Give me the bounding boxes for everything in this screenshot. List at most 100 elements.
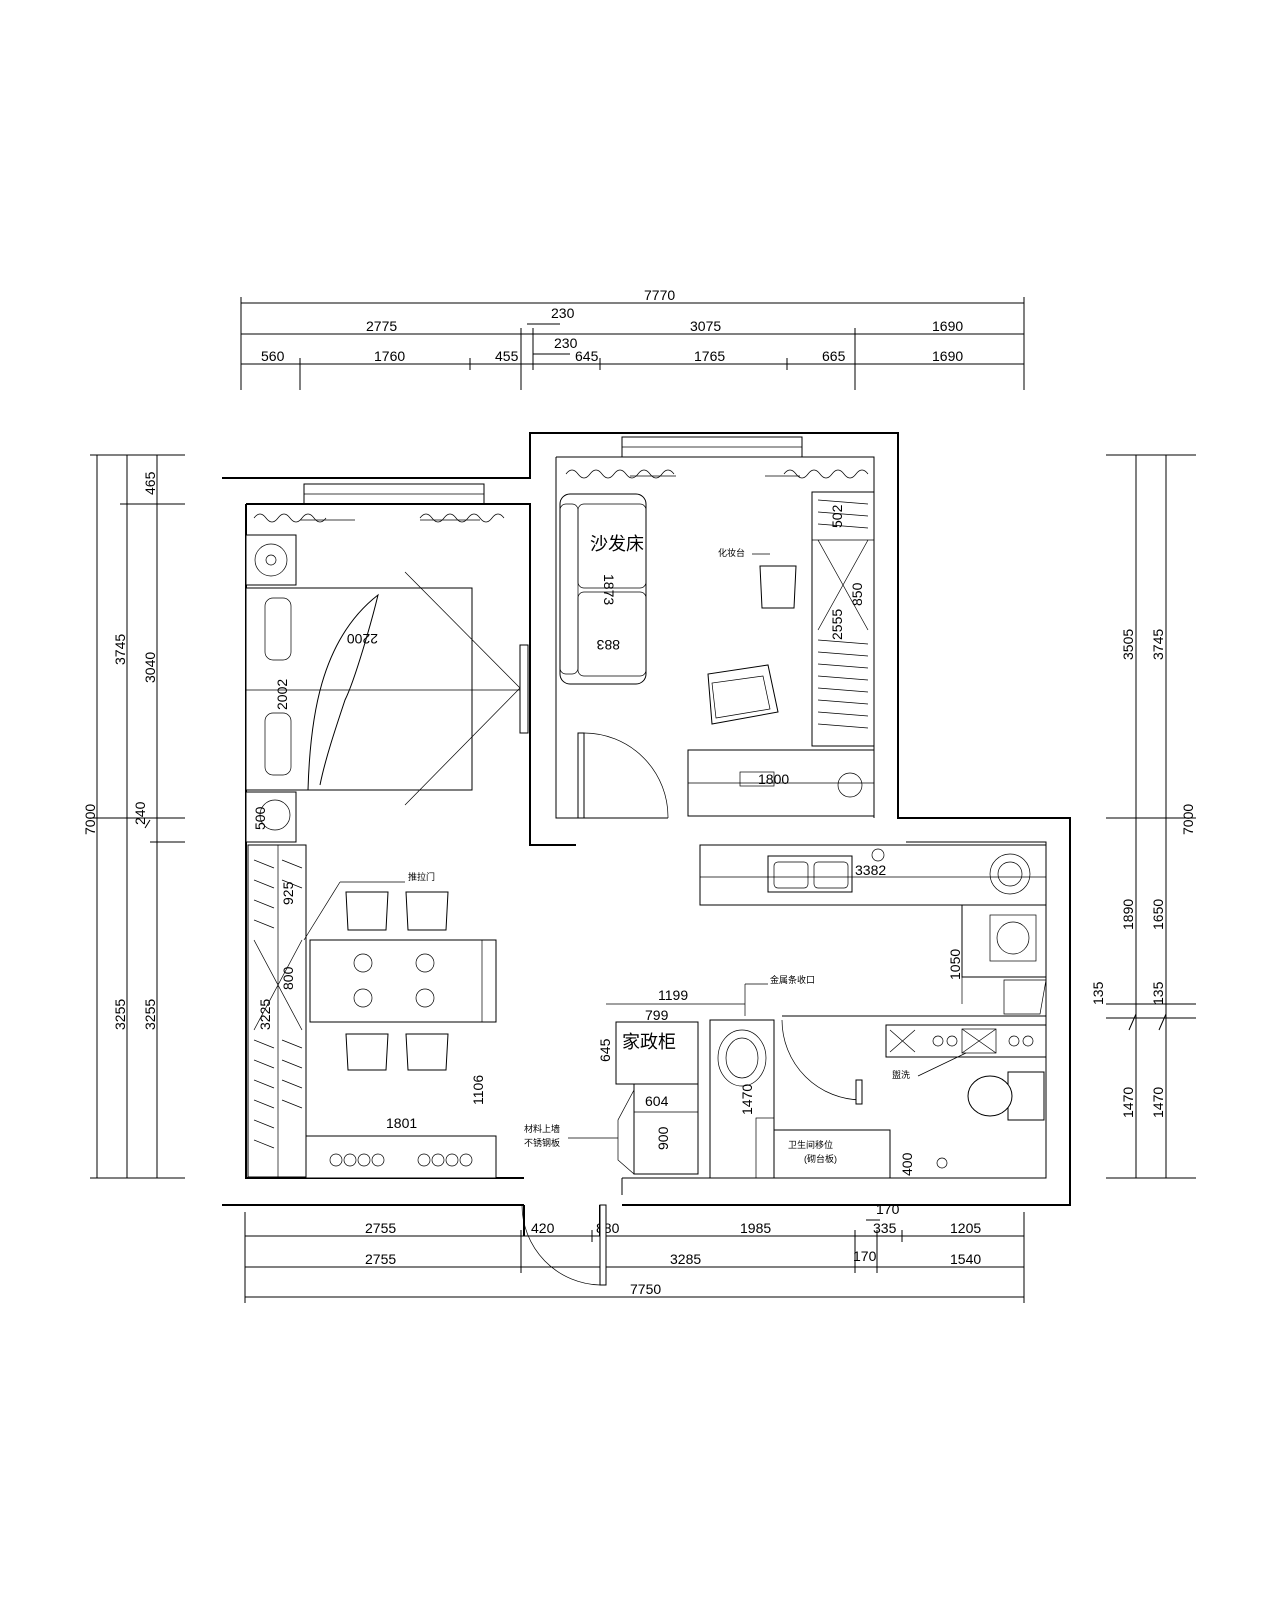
dim-right-outer-5: 1470: [1150, 1087, 1166, 1118]
label-vanity: 化妆台: [718, 547, 745, 558]
dim-bath-400: 400: [899, 1152, 915, 1176]
dim-bottom-mid-3: 170: [853, 1248, 877, 1264]
dim-bottom-detail-4: 1985: [740, 1220, 771, 1236]
top-dimensions: 7770 2775 3075 1690 230 230 560 1760 455…: [240, 287, 1025, 390]
dim-right-inner-2: 1890: [1120, 899, 1136, 930]
label-sofa-bed: 沙发床: [590, 534, 644, 554]
dim-wardrobe-502: 502: [829, 504, 845, 528]
dining-chair-3: [345, 1033, 389, 1071]
dim-counter-3382: 3382: [855, 862, 886, 878]
dim-top-mid-2: 3075: [690, 318, 721, 334]
tv-panel: [519, 644, 529, 734]
dim-cab-900: 900: [655, 1126, 671, 1150]
label-bath-note-1: 卫生间移位: [788, 1139, 833, 1150]
bathroom: 1470 盥洗 卫生间移位 (砌台板) 400: [709, 1015, 1047, 1179]
dim-right-outer-2: 7000: [1180, 804, 1196, 835]
dim-left-inner-4: 3255: [142, 999, 158, 1030]
dim-top-230b: 230: [554, 335, 578, 351]
dim-dining-1106: 1106: [470, 1075, 486, 1105]
living-room: 沙发床 1873 883 化妆台 502 850 2555 1800: [559, 469, 875, 819]
dim-bottom-total: 7750: [630, 1281, 661, 1297]
dim-dining-3225: 3225: [257, 999, 273, 1030]
dim-cab-645: 645: [597, 1038, 613, 1062]
dim-top-detail-6: 665: [822, 348, 846, 364]
dining: 925 800 3225 推拉门 1801 1106: [247, 844, 497, 1179]
dim-right-outer-3: 1650: [1150, 899, 1166, 930]
dim-top-230a: 230: [551, 305, 575, 321]
dim-bath-1470: 1470: [739, 1084, 755, 1115]
dim-cab-604: 604: [645, 1093, 669, 1109]
dim-sofa-883: 883: [596, 637, 620, 653]
dining-chair-2: [405, 891, 449, 931]
vanity-chair: [759, 565, 797, 609]
dim-bottom-detail-1: 2755: [365, 1220, 396, 1236]
dim-desk-1800: 1800: [758, 771, 789, 787]
dim-dining-925: 925: [280, 881, 296, 905]
dim-left-inner-3: 240: [132, 801, 148, 825]
bathroom-door[interactable]: [855, 1079, 863, 1105]
bottom-dimensions: 2755 420 880 1985 335 1205 170 2755 3285…: [244, 1201, 1025, 1303]
shoe-cabinet: [633, 1083, 699, 1175]
fridge: [989, 914, 1037, 962]
floor-drain: [936, 1157, 948, 1169]
right-dimensions: 3505 1890 135 1470 3745 7000 1650 135 14…: [1090, 454, 1196, 1179]
dim-cab-799: 799: [645, 1007, 669, 1023]
bedroom: 2200 2002 500: [245, 513, 529, 843]
dim-bed-2200: 2200: [347, 631, 378, 647]
washbasin: [717, 1029, 767, 1087]
label-housekeeping-cabinet: 家政柜: [622, 1032, 676, 1052]
dim-right-inner-1: 3505: [1120, 629, 1136, 660]
dim-bench-1801: 1801: [386, 1115, 417, 1131]
dim-bottom-mid-1: 2755: [365, 1251, 396, 1267]
dim-left-inner-2: 3040: [142, 652, 158, 683]
washbasin-counter: [709, 1019, 775, 1179]
dim-left-inner-1: 465: [142, 471, 158, 495]
bedroom-door[interactable]: [577, 732, 585, 819]
toilet-tank: [1007, 1071, 1045, 1121]
dim-wardrobe-850: 850: [849, 582, 865, 606]
nightstand-top: [245, 534, 297, 586]
dim-top-mid-1: 2775: [366, 318, 397, 334]
dim-right-inner-3: 135: [1090, 981, 1106, 1005]
dim-left-outer-1: 3745: [112, 634, 128, 665]
entry-door[interactable]: [599, 1204, 607, 1286]
dim-bottom-detail-6: 1205: [950, 1220, 981, 1236]
entry-cabinets: 1199 799 家政柜 645 604 900 材料上墙 不锈钢板 金属条收口: [521, 974, 815, 1286]
dim-top-detail-1: 560: [261, 348, 285, 364]
dim-bottom-detail-2: 420: [531, 1220, 555, 1236]
kitchen-sink: [767, 855, 853, 893]
label-bath-note-2: (砌台板): [804, 1153, 837, 1164]
bath-counter: [773, 1129, 891, 1179]
dim-cab-1199: 1199: [658, 987, 688, 1003]
dim-bottom-mid-4: 1540: [950, 1251, 981, 1267]
dim-left-outer-3: 3255: [112, 999, 128, 1030]
dim-top-detail-3: 455: [495, 348, 519, 364]
kitchen: 3382 1050: [699, 844, 1047, 1015]
kitchen-counter: [699, 844, 1047, 906]
dim-bottom-mid-2: 3285: [670, 1251, 701, 1267]
dining-chair-1: [345, 891, 389, 931]
dim-bottom-170a: 170: [876, 1201, 900, 1217]
dim-top-detail-5: 1765: [694, 348, 725, 364]
dim-top-mid-3: 1690: [932, 318, 963, 334]
armchair: [707, 664, 779, 725]
dim-top-total: 7770: [644, 287, 675, 303]
dim-top-detail-2: 1760: [374, 348, 405, 364]
dim-top-detail-7: 1690: [932, 348, 963, 364]
toilet: [967, 1075, 1013, 1117]
dim-left-outer-2: 7000: [82, 804, 98, 835]
label-sliding-door: 推拉门: [408, 871, 435, 882]
dim-kitchen-1050: 1050: [947, 949, 963, 980]
dim-nightstand-500: 500: [252, 806, 268, 830]
dim-wardrobe-2555: 2555: [829, 609, 845, 640]
label-metal-strip: 金属条收口: [770, 974, 815, 985]
label-entry-note-2: 不锈钢板: [524, 1137, 560, 1148]
dining-table: [309, 939, 497, 1023]
dim-sofa-1873: 1873: [601, 574, 617, 605]
dim-right-outer-1: 3745: [1150, 629, 1166, 660]
housekeeping-cabinet: [615, 1021, 699, 1085]
dim-right-inner-4: 1470: [1120, 1087, 1136, 1118]
dim-right-outer-4: 135: [1150, 981, 1166, 1005]
bed: [245, 587, 473, 791]
